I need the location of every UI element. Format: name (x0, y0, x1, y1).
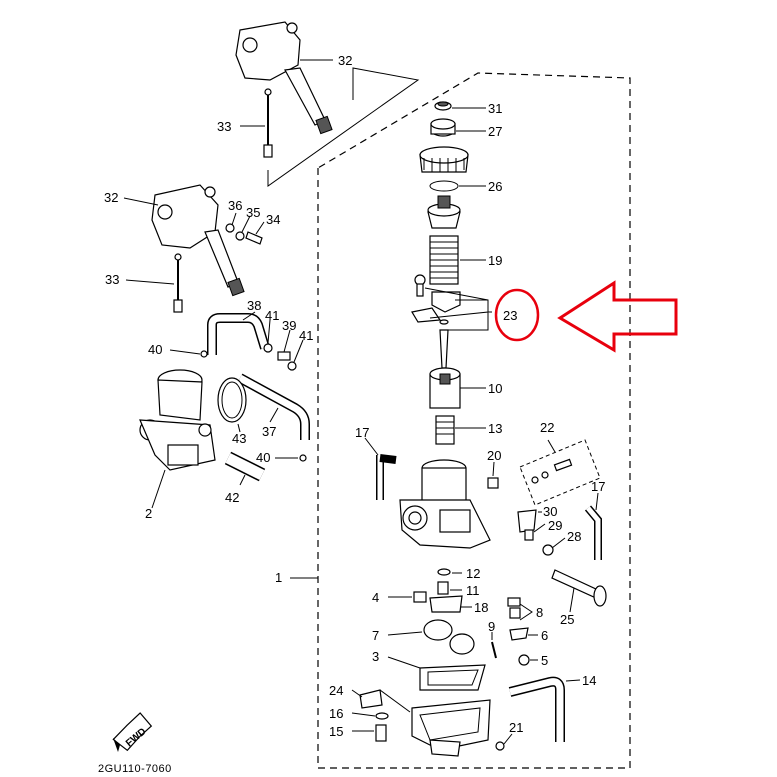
callout-14: 14 (582, 673, 596, 688)
cap-nut (419, 146, 469, 173)
throttle-housing-lower (151, 184, 245, 297)
nut-27 (430, 118, 456, 137)
bracket-24 (359, 689, 383, 709)
callout-41-b: 41 (299, 328, 313, 343)
callout-17-left: 17 (355, 425, 369, 440)
assembly-boundary (317, 72, 631, 769)
callout-12: 12 (466, 566, 480, 581)
callout-37: 37 (262, 424, 276, 439)
spring-19 (429, 235, 459, 285)
hose-38 (207, 313, 270, 355)
jet-11 (437, 581, 449, 595)
callout-13: 13 (488, 421, 502, 436)
callout-30: 30 (543, 504, 557, 519)
needle-holder-set-23 (411, 274, 461, 369)
callout-19: 19 (488, 253, 502, 268)
callout-8: 8 (536, 605, 543, 620)
pilot-jet-8 (507, 597, 521, 619)
callout-20: 20 (487, 448, 501, 463)
washer-31 (434, 101, 452, 111)
float-chamber (411, 699, 491, 757)
callout-15: 15 (329, 724, 343, 739)
callout-40-a: 40 (148, 342, 162, 357)
callout-39: 39 (282, 318, 296, 333)
carburetor-body (399, 459, 491, 549)
callout-6: 6 (541, 628, 548, 643)
callout-41-a: 41 (265, 308, 279, 323)
callout-1: 1 (275, 570, 282, 585)
drain-hose-17-right (584, 505, 602, 560)
callout-2: 2 (145, 506, 152, 521)
callout-31: 31 (488, 101, 502, 116)
callout-16: 16 (329, 706, 343, 721)
washer-12 (437, 568, 451, 576)
jet-4 (413, 591, 427, 603)
hose-42 (224, 451, 266, 482)
callout-7: 7 (372, 628, 379, 643)
throttle-valve-10 (429, 367, 461, 409)
callout-43: 43 (232, 431, 246, 446)
hose-14 (508, 676, 565, 742)
clips-39-41 (263, 343, 297, 371)
callout-34: 34 (266, 212, 280, 227)
callout-18: 18 (474, 600, 488, 615)
callout-24: 24 (329, 683, 343, 698)
hose-band-43 (217, 377, 247, 423)
callout-38: 38 (247, 298, 261, 313)
pin-9 (491, 641, 497, 659)
callout-11: 11 (466, 583, 480, 598)
callout-23: 23 (503, 308, 517, 323)
callout-40-b: 40 (256, 450, 270, 465)
throttle-stop-screw-25 (551, 569, 607, 607)
plug-20 (487, 477, 499, 489)
callout-35: 35 (246, 205, 260, 220)
screw-set-34-36 (225, 223, 263, 245)
carburetor-assembly-small (139, 369, 216, 471)
callout-4: 4 (372, 590, 379, 605)
gasket-3 (419, 664, 486, 691)
callout-33-lower: 33 (105, 272, 119, 287)
callout-21: 21 (509, 720, 523, 735)
throttle-cable-lower (173, 253, 183, 313)
callout-32-lower: 32 (104, 190, 118, 205)
callout-28: 28 (567, 529, 581, 544)
starter-plunger-set (517, 509, 554, 556)
callout-27: 27 (488, 124, 502, 139)
throttle-cable-upper (263, 88, 273, 158)
fwd-arrow-icon: FWD (112, 712, 153, 752)
float-7 (423, 619, 475, 655)
throttle-housing-upper (235, 21, 333, 135)
callout-33-upper: 33 (217, 119, 231, 134)
callout-36: 36 (228, 198, 242, 213)
hose-37 (237, 373, 310, 440)
throttle-plunger-cap (427, 195, 461, 229)
callout-29: 29 (548, 518, 562, 533)
screw-15 (375, 724, 387, 742)
highlight-arrow-icon (557, 280, 678, 353)
callout-10: 10 (488, 381, 502, 396)
needle-jet-13 (435, 415, 455, 445)
callout-25: 25 (560, 612, 574, 627)
screw-21 (495, 741, 505, 751)
screw-5 (518, 654, 530, 666)
callout-5: 5 (541, 653, 548, 668)
valve-seat-6 (509, 627, 529, 641)
callout-32-upper: 32 (338, 53, 352, 68)
callout-42: 42 (225, 490, 239, 505)
jet-holder-18 (429, 595, 463, 613)
callout-26: 26 (488, 179, 502, 194)
washer-16 (375, 712, 389, 720)
o-ring-26 (429, 180, 459, 192)
highlight-circle (494, 288, 540, 342)
callout-17-right: 17 (591, 479, 605, 494)
callout-9: 9 (488, 619, 495, 634)
drain-hose-17-left (376, 454, 397, 500)
diagram-code: 2GU110-7060 (98, 763, 172, 775)
pilot-screw-set-22 (519, 439, 601, 506)
callout-22: 22 (540, 420, 554, 435)
callout-3: 3 (372, 649, 379, 664)
